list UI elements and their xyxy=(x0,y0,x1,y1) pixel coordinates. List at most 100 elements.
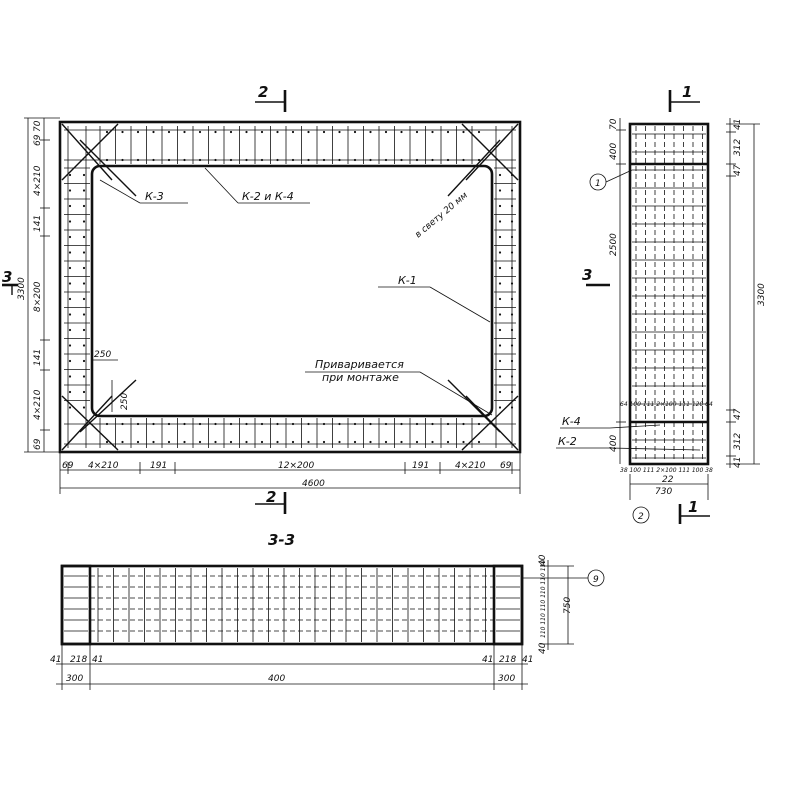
section-dim-40-a: 40 xyxy=(538,554,548,566)
rebar-dot xyxy=(498,220,502,223)
rebar-dot xyxy=(276,130,279,134)
rebar-dot xyxy=(498,266,502,270)
rebar-dot xyxy=(82,390,86,394)
rebar-dot xyxy=(431,440,434,444)
plan-section-mark-bottom: 2 xyxy=(255,488,287,514)
rebar-dot xyxy=(431,130,434,134)
rebar-dot xyxy=(82,328,86,332)
rebar-dot xyxy=(498,328,502,332)
plan-rebar-grid xyxy=(64,126,516,448)
rebar-dot xyxy=(68,235,72,239)
rebar-dot xyxy=(68,313,72,316)
section-label-1-top: 1 xyxy=(682,83,692,101)
rebar-dot xyxy=(291,130,295,134)
plan-view: 2 2 3 К-3 К-2 и К-4 К-1 в свету 20 мм Пр… xyxy=(2,83,522,514)
plan-outer-frame xyxy=(58,120,522,454)
rebar-dot xyxy=(322,130,326,134)
section-dim-40-b: 40 xyxy=(538,642,548,654)
side-dim-3300: 3300 xyxy=(757,283,767,306)
dim-v-69-b: 69 xyxy=(33,438,43,450)
side-section-mark-top: 1 xyxy=(668,83,700,112)
rebar-dot xyxy=(498,297,502,301)
section-right-dim-lines xyxy=(540,560,574,650)
rebar-dot xyxy=(498,204,502,208)
rebar-dot xyxy=(82,375,86,378)
rebar-dot xyxy=(214,130,217,134)
dim-4600: 4600 xyxy=(302,479,325,489)
rebar-dot xyxy=(68,297,72,301)
rebar-dot xyxy=(400,130,403,134)
side-dim-22: 22 xyxy=(662,475,674,485)
section-dim-41-b: 41 xyxy=(92,655,103,665)
rebar-dot xyxy=(68,390,72,394)
rebar-dot xyxy=(338,440,341,444)
section-dim-300-a: 300 xyxy=(66,674,83,684)
rebar-dot xyxy=(462,130,465,134)
rebar-dot xyxy=(498,235,502,239)
section-dim-rows: 110 110 110 110 110 110 xyxy=(540,560,547,638)
section-label-1-bottom: 1 xyxy=(688,498,698,516)
rebar-dot xyxy=(152,440,155,444)
label-side-k2: К-2 xyxy=(558,435,577,448)
callout-2: 2 xyxy=(632,506,650,524)
callout-2-text: 2 xyxy=(638,512,644,522)
plan-section-mark-top: 2 xyxy=(255,83,287,112)
rebar-dot xyxy=(384,440,388,444)
rebar-dot xyxy=(68,251,72,254)
dim-v-3300: 3300 xyxy=(17,277,27,300)
plan-inner-dims xyxy=(92,359,118,412)
rebar-dot xyxy=(353,130,357,134)
section-3-3: 3-3 9 40 110 110 110 110 110 110 40 750 xyxy=(50,531,605,690)
rebar-dot xyxy=(82,220,86,223)
rebar-dot xyxy=(260,440,264,444)
rebar-dot xyxy=(68,328,72,332)
rebar-dot xyxy=(183,130,186,134)
rebar-dot xyxy=(82,344,86,347)
side-section-mark-left: 3 xyxy=(582,266,610,287)
rebar-dot xyxy=(369,130,372,134)
rebar-dot xyxy=(68,220,72,223)
side-left-dim-lines xyxy=(616,118,626,464)
side-section-mark-bottom: 1 xyxy=(678,498,710,524)
section-label-3-side: 3 xyxy=(582,266,592,284)
rebar-dot xyxy=(68,406,72,409)
dim-12x200: 12×200 xyxy=(278,461,314,471)
rebar-dot xyxy=(498,390,502,394)
plan-bottom-dim-lines xyxy=(59,452,521,494)
rebar-dot xyxy=(82,297,86,301)
rebar-dot xyxy=(498,375,502,378)
rebar-dot xyxy=(82,359,86,363)
label-clear-gap: в свету 20 мм xyxy=(414,191,471,241)
side-dim-400-b: 400 xyxy=(609,435,619,452)
rebar-dot xyxy=(369,440,372,444)
dim-4x210-a: 4×210 xyxy=(88,461,119,471)
rebar-dot xyxy=(68,344,72,347)
rebar-dot xyxy=(82,235,86,239)
rebar-dot xyxy=(353,440,357,444)
rebar-dot xyxy=(477,130,481,134)
rebar-dot xyxy=(307,440,310,444)
label-side-k4: К-4 xyxy=(562,415,581,428)
rebar-dot xyxy=(498,359,502,363)
rebar-dot xyxy=(68,173,72,177)
side-bottom-row-dims: 38 100 111 2×100 111 100 38 xyxy=(620,467,713,474)
section-dim-300-b: 300 xyxy=(498,674,515,684)
section-dim-400: 400 xyxy=(268,674,285,684)
rebar-dot xyxy=(384,130,388,134)
rebar-dot xyxy=(68,266,72,270)
rebar-dot xyxy=(415,440,419,444)
side-dim-312-b: 312 xyxy=(733,433,743,450)
plan-section-mark-left: 3 xyxy=(2,268,18,295)
rebar-dot xyxy=(82,313,86,316)
rebar-dot xyxy=(105,130,109,134)
rebar-dot xyxy=(498,313,502,316)
section-bottom-dim-lines xyxy=(56,644,528,690)
rebar-dot xyxy=(400,440,403,444)
callout-1-text: 1 xyxy=(595,179,601,189)
dim-v-4x210-b: 4×210 xyxy=(33,389,43,420)
rebar-dot xyxy=(291,440,295,444)
section-dim-41-a: 41 xyxy=(50,655,61,665)
rebar-dot xyxy=(68,359,72,363)
dim-250-h: 250 xyxy=(94,350,111,360)
